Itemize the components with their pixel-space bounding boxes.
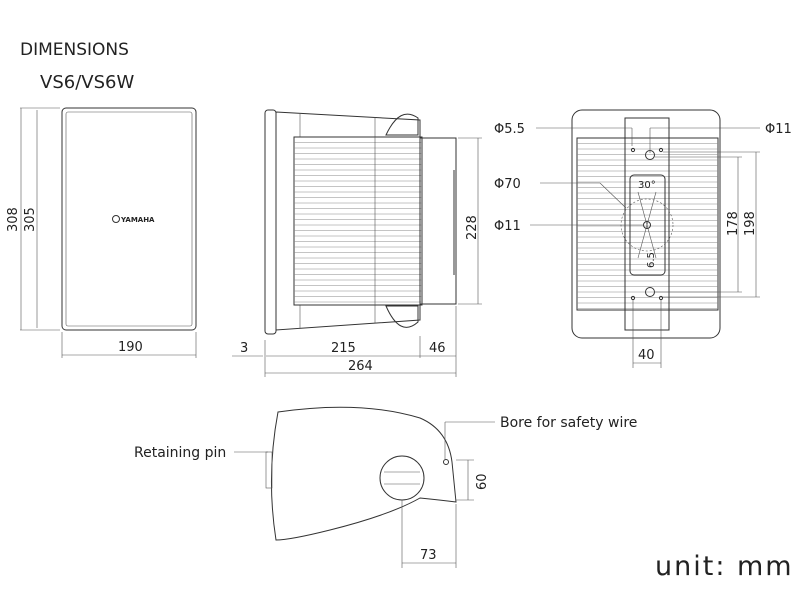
dim-178: 178 — [726, 211, 741, 236]
logo: YAMAHA — [112, 215, 155, 224]
dim-228: 228 — [465, 215, 480, 240]
dim-308: 308 — [6, 207, 21, 232]
dim-40: 40 — [638, 348, 655, 363]
slot-label: 6.5 — [646, 252, 657, 268]
unit-label: unit: mm — [655, 551, 794, 582]
dim-60: 60 — [475, 473, 490, 490]
dim-264: 264 — [348, 359, 373, 374]
model-name: VS6/VS6W — [40, 72, 134, 93]
label-phi-5-5: Φ5.5 — [494, 122, 525, 137]
angle-label: 30° — [638, 180, 656, 191]
label-phi-11-center: Φ11 — [494, 219, 521, 234]
retaining-pin-label: Retaining pin — [134, 445, 226, 461]
dim-305: 305 — [23, 207, 38, 232]
bottom-view: Retaining pin Bore for safety wire 60 73 — [134, 406, 637, 568]
dim-3: 3 — [240, 341, 248, 356]
dim-73: 73 — [420, 548, 437, 563]
svg-text:YAMAHA: YAMAHA — [120, 216, 155, 224]
dim-46: 46 — [429, 341, 446, 356]
dim-190: 190 — [118, 340, 143, 355]
dim-198: 198 — [743, 211, 758, 236]
side-view: 228 3 215 46 264 — [232, 109, 482, 377]
label-phi-11-top: Φ11 — [765, 122, 792, 137]
drawing-title: DIMENSIONS — [20, 40, 129, 60]
label-phi-70: Φ70 — [494, 177, 521, 192]
rear-view: 30° 6.5 Φ5.5 Φ11 Φ70 Φ11 178 198 40 — [494, 109, 792, 368]
front-view: YAMAHA 308 305 190 — [6, 107, 197, 358]
dim-215: 215 — [331, 341, 356, 356]
safety-wire-label: Bore for safety wire — [500, 415, 637, 431]
